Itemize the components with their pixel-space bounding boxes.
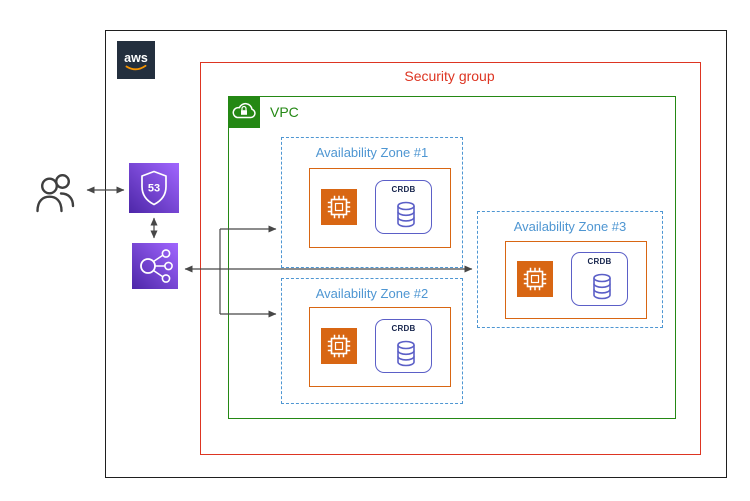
chip-core <box>530 274 540 284</box>
chip-core <box>334 202 344 212</box>
back-user-head <box>55 173 71 190</box>
cylinder-rings <box>593 283 612 294</box>
vpc-label: VPC <box>270 104 299 120</box>
vpc-cloud-lock-icon <box>228 96 260 128</box>
chip-core <box>334 341 344 351</box>
az3-database-cylinder-icon <box>593 273 612 300</box>
chip-pins <box>523 267 547 291</box>
shield-shape <box>141 170 167 206</box>
az1-crdb-label: CRDB <box>391 185 416 194</box>
az2-crdb-label: CRDB <box>391 324 416 333</box>
availability-zone-1-label: Availability Zone #1 <box>315 145 429 160</box>
lock-shackle <box>241 105 247 111</box>
front-user-head <box>40 177 59 195</box>
aws-logo-text: aws <box>124 51 148 65</box>
cylinder-rings <box>397 350 416 361</box>
back-user-body <box>59 192 75 208</box>
front-user-body <box>36 195 63 213</box>
cylinder-body <box>397 206 416 228</box>
aws-logo-icon: aws <box>117 41 155 79</box>
lb-links <box>153 254 165 278</box>
cylinder-body <box>397 345 416 367</box>
availability-zone-3-label: Availability Zone #3 <box>513 219 627 234</box>
aws-cloud-boundary <box>105 30 727 478</box>
security-group-boundary <box>200 62 701 455</box>
cloud-shape <box>232 102 256 119</box>
az3-ec2-chip-icon <box>517 261 553 297</box>
az2-database-cylinder-icon <box>397 340 416 367</box>
lb-node-bottom <box>161 274 171 283</box>
cylinder-top <box>397 201 416 211</box>
az3-crdb-label: CRDB <box>587 257 612 266</box>
lb-node-top <box>161 249 171 258</box>
availability-zone-2: Availability Zone #2 <box>281 278 463 404</box>
chip-pins <box>327 334 351 358</box>
az2-ec2-chip-icon <box>321 328 357 364</box>
az1-database-cylinder-icon <box>397 201 416 228</box>
aws-smile-swoosh <box>125 64 147 71</box>
users-icon <box>36 173 75 213</box>
cylinder-top <box>397 340 416 350</box>
users-glyph <box>36 173 75 213</box>
availability-zone-3: Availability Zone #3 <box>477 211 663 328</box>
cylinder-rings <box>397 211 416 222</box>
chip-outline <box>526 270 544 288</box>
chip-outline <box>330 198 348 216</box>
az1-ec2-chip-icon <box>321 189 357 225</box>
load-balancer-icon <box>132 243 178 289</box>
availability-zone-2-label: Availability Zone #2 <box>315 286 429 301</box>
az1-crdb-node: CRDB <box>375 180 432 234</box>
lb-node-middle <box>164 261 173 271</box>
vpc-boundary <box>228 96 676 419</box>
chip-pins <box>327 195 351 219</box>
az3-crdb-node: CRDB <box>571 252 628 306</box>
security-group-label: Security group <box>404 68 495 84</box>
chip-outline <box>330 337 348 355</box>
route53-badge-text: 53 <box>148 183 160 195</box>
lock-body <box>241 110 247 115</box>
route53-shield-icon: 53 <box>129 163 179 213</box>
cylinder-top <box>593 273 612 283</box>
cylinder-body <box>593 278 612 300</box>
az2-crdb-node: CRDB <box>375 319 432 373</box>
aws-logo-background <box>117 41 155 79</box>
